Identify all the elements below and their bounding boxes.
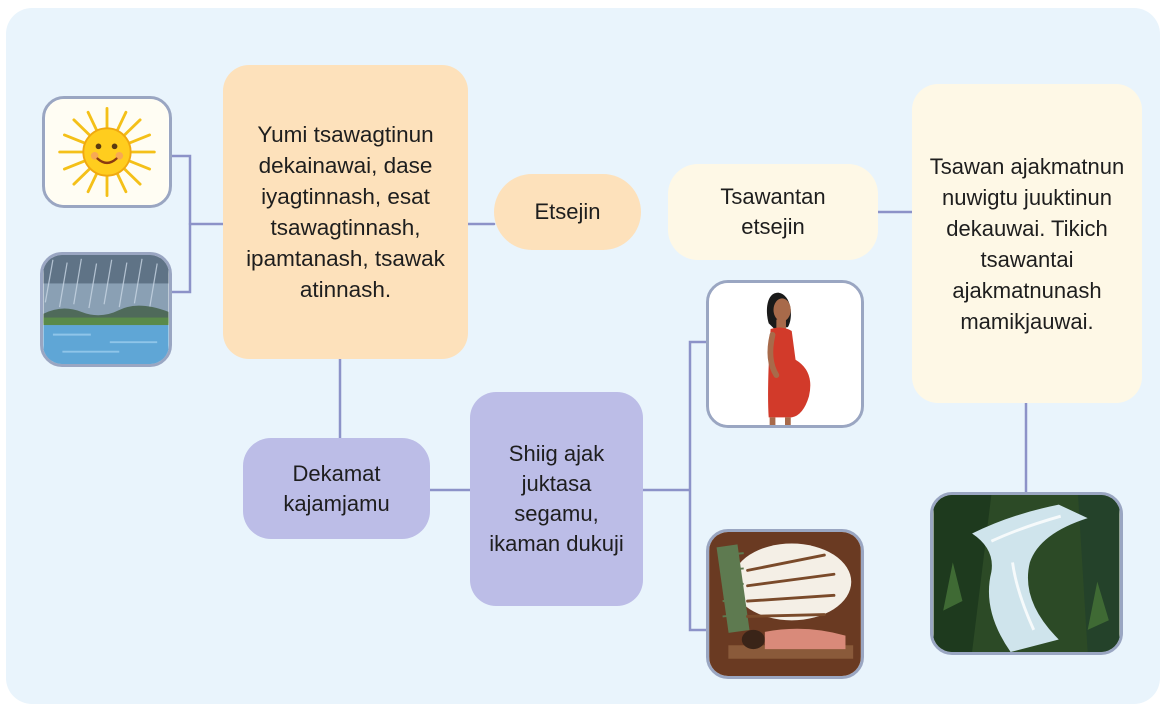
main-description-node: Yumi tsawagtinun dekainawai, dase iyagti… [223,65,468,359]
shiig-text: Shiig ajak juktasa segamu, ikaman dukuji [489,441,624,556]
dekamat-node: Dekamat kajamjamu [243,438,430,539]
river-icon [933,495,1120,652]
tsawantan-etsejin-node: Tsawantan etsejin [668,164,878,260]
sun-icon [45,99,169,205]
dekamat-text: Dekamat kajamjamu [283,460,390,516]
right-description-text: Tsawan ajakmatnun nuwigtu juuktinun deka… [929,153,1125,334]
rain-landscape-icon [43,255,169,364]
sun-picture [42,96,172,208]
main-description-text: Yumi tsawagtinun dekainawai, dase iyagti… [246,122,445,302]
pregnant-woman-icon [709,283,861,425]
etsejin-node: Etsejin [494,174,641,250]
shiig-node: Shiig ajak juktasa segamu, ikaman dukuji [470,392,643,606]
right-description-node: Tsawan ajakmatnun nuwigtu juuktinun deka… [912,84,1142,403]
rain-picture [40,252,172,367]
sick-person-picture [706,529,864,679]
river-picture [930,492,1123,655]
etsejin-text: Etsejin [534,199,601,224]
connector-pictures-bracket [170,154,192,294]
tsawantan-etsejin-text: Tsawantan etsejin [720,184,826,239]
pregnant-woman-picture [706,280,864,428]
connector-shiig-bracket [641,340,708,632]
sick-person-icon [709,532,861,676]
